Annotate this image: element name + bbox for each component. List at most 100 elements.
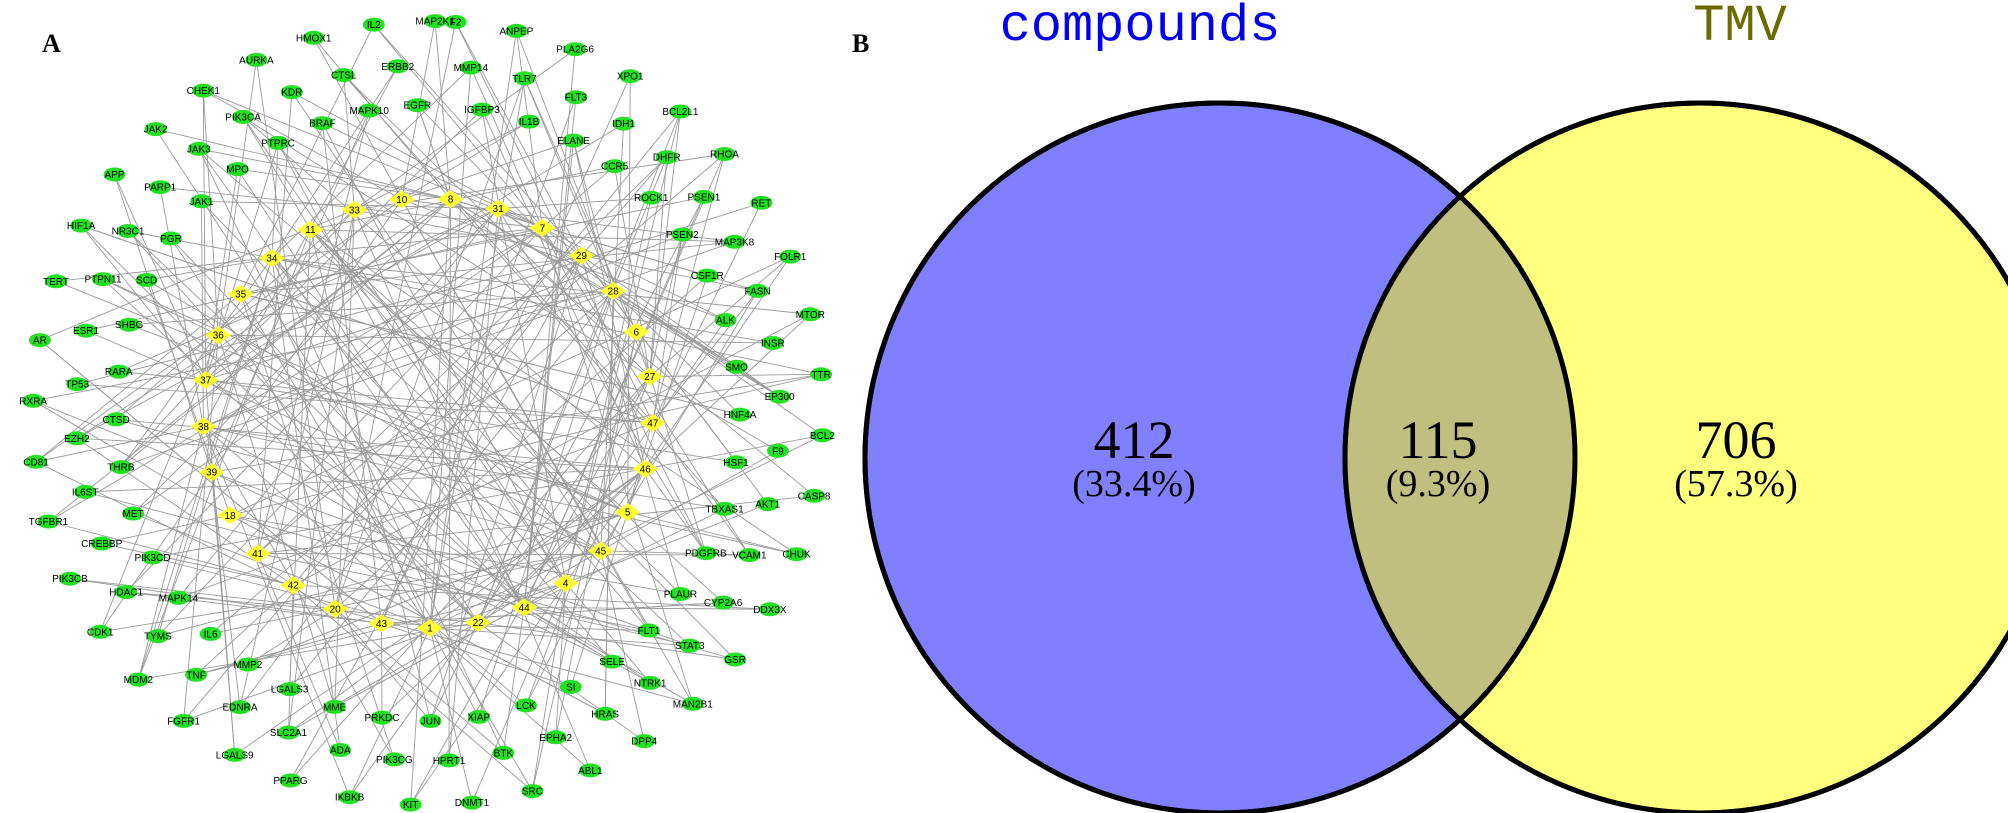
target-node: HDAC1	[109, 585, 143, 599]
network-edge	[565, 197, 652, 584]
target-node: DNMT1	[455, 795, 490, 810]
target-node-label: PRKDC	[364, 713, 399, 724]
network-edge	[565, 503, 768, 584]
target-node-ellipse	[232, 109, 255, 124]
compound-node-diamond	[636, 367, 663, 386]
network-edge	[240, 293, 395, 760]
target-node-label: DNMT1	[455, 798, 490, 809]
target-node: ABL1	[578, 763, 603, 778]
network-edge	[343, 74, 651, 377]
target-node-label: HMOX1	[296, 33, 332, 44]
target-node: CSF1R	[691, 268, 724, 283]
target-node: FLT1	[637, 623, 661, 638]
target-node-label: PDGFRB	[685, 549, 727, 560]
target-node-ellipse	[671, 227, 694, 242]
network-edge	[242, 116, 646, 470]
target-node: MMP2	[233, 657, 263, 672]
target-node: CHUK	[782, 547, 811, 562]
target-node: IL2	[362, 17, 385, 32]
target-node-label: SLC2A1	[270, 728, 308, 739]
network-edge	[570, 511, 629, 688]
network-edge	[203, 234, 683, 427]
compound-node-diamond	[632, 459, 659, 478]
target-node-ellipse	[694, 546, 717, 561]
target-node-label: APP	[104, 170, 124, 181]
target-node-label: CYP2A6	[704, 598, 743, 609]
target-node-label: PARP1	[144, 183, 176, 194]
target-node-ellipse	[45, 274, 67, 289]
network-edge	[627, 511, 797, 555]
target-node-ellipse	[723, 234, 746, 249]
target-node-label: MAN2B1	[673, 699, 713, 710]
target-node: RET	[750, 195, 773, 210]
target-node-label: AKT1	[755, 500, 780, 511]
network-edge	[565, 256, 791, 584]
network-edge	[430, 622, 479, 722]
target-node: BCL2L1	[662, 104, 699, 119]
target-node-label: ROCK1	[634, 193, 669, 204]
network-edge	[649, 157, 668, 377]
target-node-label: DDX3X	[753, 605, 787, 616]
target-node-label: INSR	[761, 339, 785, 350]
target-node-ellipse	[738, 548, 761, 563]
network-edge	[310, 229, 681, 595]
target-node-ellipse	[544, 730, 567, 745]
network-edge	[321, 123, 382, 624]
network-edge	[354, 209, 758, 292]
target-node-label: SHBG	[115, 320, 144, 331]
network-edge	[101, 543, 294, 586]
target-node: AKT1	[755, 497, 781, 512]
network-edge	[450, 198, 725, 510]
network-edge	[114, 174, 207, 381]
target-node-label: IGFBP3	[464, 105, 500, 116]
network-edge	[80, 225, 207, 381]
network-edge	[203, 241, 735, 427]
target-node-ellipse	[678, 638, 701, 653]
network-edge	[644, 468, 707, 554]
network-edge	[36, 425, 204, 463]
network-edge	[429, 434, 823, 629]
compound-node: 35	[227, 284, 254, 303]
target-node-ellipse	[724, 652, 747, 667]
target-node-ellipse	[637, 623, 660, 638]
network-edge	[349, 376, 651, 798]
target-node-ellipse	[406, 98, 429, 113]
network-edge	[334, 582, 566, 708]
target-node: ANPEP	[499, 23, 534, 38]
target-node: JAK1	[189, 194, 214, 209]
target-node-ellipse	[302, 30, 325, 45]
compound-node-diamond	[388, 190, 415, 209]
venn-overlap-count: 115	[1399, 410, 1478, 470]
network-edge	[477, 157, 668, 623]
target-node-ellipse	[424, 14, 447, 29]
target-node-label: EGFR	[404, 101, 432, 112]
target-node-label: JAK2	[144, 125, 168, 136]
target-node-label: CHUK	[782, 550, 811, 561]
target-node-ellipse	[768, 389, 791, 404]
network-edge	[573, 140, 646, 469]
target-node-ellipse	[461, 795, 483, 810]
target-node: JAK3	[187, 141, 211, 156]
target-node-ellipse	[601, 654, 624, 669]
target-node-label: BTK	[494, 748, 514, 759]
target-node: PSEN2	[666, 227, 699, 242]
network-edge	[271, 257, 773, 344]
compound-node: 7	[529, 218, 556, 237]
target-node-label: JAK1	[189, 197, 213, 208]
compound-node-diamond	[341, 200, 368, 219]
compound-node: 39	[198, 463, 225, 482]
target-node-ellipse	[633, 734, 656, 749]
target-node-ellipse	[311, 116, 334, 131]
target-node: DDX3X	[753, 602, 787, 617]
compound-node: 47	[639, 413, 666, 432]
target-node-label: XPO1	[617, 72, 644, 83]
network-edge	[497, 208, 707, 554]
network-edge	[33, 290, 614, 402]
target-node: MAPK10	[349, 103, 389, 118]
target-node: IL6ST	[72, 484, 99, 499]
network-edge	[277, 142, 525, 608]
target-node-ellipse	[278, 682, 301, 697]
network-edge	[115, 418, 601, 552]
target-node: F2	[444, 15, 467, 29]
